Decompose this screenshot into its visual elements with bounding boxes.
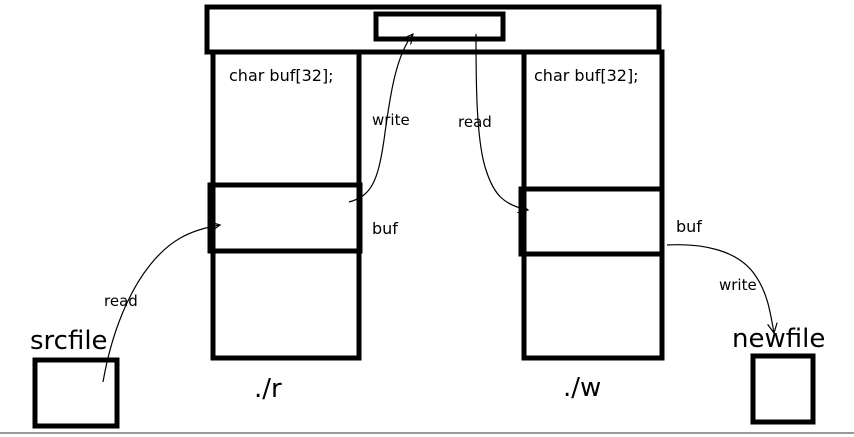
destination-file-label: newfile	[732, 324, 825, 354]
pipe-buffer	[373, 11, 506, 42]
right-process-box	[521, 49, 665, 361]
right-declaration: char buf[32];	[534, 66, 639, 85]
right-write-label: write	[719, 276, 757, 294]
right-buffer-box	[518, 186, 665, 257]
destination-file-box	[750, 353, 816, 425]
left-write-label: write	[372, 111, 410, 129]
shared-top-bar	[204, 4, 662, 55]
left-read-label: read	[104, 292, 138, 310]
left-process-box	[210, 49, 362, 361]
left-buffer-box	[207, 182, 363, 254]
read-from-pipe-arrow	[475, 33, 528, 210]
right-read-label: read	[458, 113, 492, 131]
read-into-left-buffer-arrow	[102, 225, 220, 383]
left-process-name: ./r	[254, 374, 282, 404]
write-to-newfile-arrow	[666, 244, 774, 333]
source-file-box	[32, 357, 120, 429]
source-file-label: srcfile	[30, 326, 108, 356]
right-process-name: ./w	[563, 373, 601, 403]
left-declaration: char buf[32];	[229, 66, 334, 85]
right-buffer-label: buf	[676, 217, 702, 236]
left-buffer-label: buf	[372, 219, 398, 238]
write-to-pipe-arrow	[348, 34, 413, 203]
